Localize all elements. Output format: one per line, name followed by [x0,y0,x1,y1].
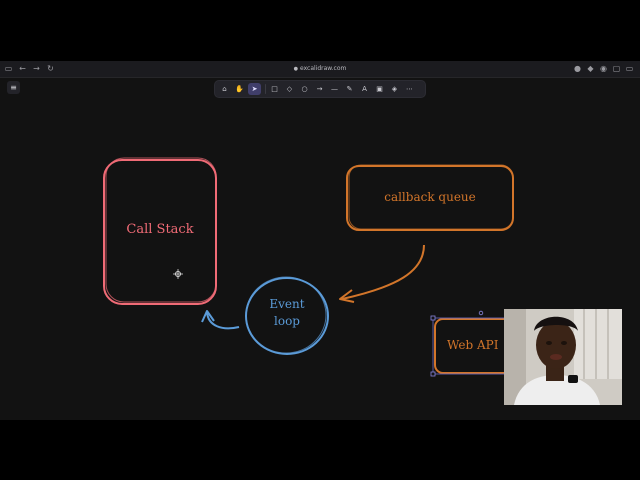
tool-pencil[interactable]: ✎ [343,83,356,95]
move-cursor-icon [173,269,183,279]
rotation-handle[interactable] [478,310,484,316]
forward-icon[interactable]: → [33,64,40,73]
tool-line[interactable]: — [328,83,341,95]
browser-toolbar: ▭ ← → ↻ ●excalidraw.com ● ◆ ◉ ▢ ▭ [0,61,640,78]
call-stack-box-stroke2 [105,157,217,303]
event-loop-circle-stroke2 [245,276,327,354]
ellipse-icon: ○ [301,85,308,93]
rectangle-icon: □ [271,85,278,93]
webcam-overlay [504,309,622,405]
more-tools-icon: ⋯ [406,85,413,93]
address-bar-url: excalidraw.com [300,65,347,72]
callback-queue-box-stroke2 [348,164,514,230]
back-icon[interactable]: ← [19,64,26,73]
web-api-label: Web API [447,338,499,352]
tab-icon[interactable]: ▢ [612,64,621,73]
sidebar-right-icon[interactable]: ▭ [625,64,634,73]
hand-icon: ✋ [235,85,244,93]
image-icon: ▣ [376,85,383,93]
address-bar[interactable]: ●excalidraw.com [285,64,355,74]
tool-selection[interactable]: ➤ [248,83,261,95]
pencil-icon: ✎ [346,85,353,93]
profile-icon[interactable]: ◆ [587,64,594,73]
callback-queue-label: callback queue [384,190,476,204]
selection-icon: ➤ [251,85,258,93]
hamburger-icon: ≡ [10,83,17,92]
queue-to-loop-arrowhead [339,289,355,303]
extension-icon[interactable]: ● [574,64,581,73]
tool-eraser[interactable]: ◈ [388,83,401,95]
webcam-person-image [504,309,622,405]
tool-arrow[interactable]: → [313,83,326,95]
sidebar-icon[interactable]: ▭ [4,64,13,73]
loop-to-stack-arrow[interactable] [206,311,240,330]
toolbar-divider [265,84,266,94]
lock-icon: ⌂ [222,85,227,93]
shape-toolbar: ⌂ ✋ ➤ □ ◇ ○ → — ✎ A ▣ ◈ ⋯ [215,81,425,97]
tool-lock[interactable]: ⌂ [218,83,231,95]
event-loop-label-line2: loop [274,314,300,328]
rss-icon[interactable]: ◉ [600,64,607,73]
eraser-icon: ◈ [391,85,398,93]
tool-ellipse[interactable]: ○ [298,83,311,95]
event-loop-label: Event loop [246,296,328,330]
tool-image[interactable]: ▣ [373,83,386,95]
tool-text[interactable]: A [358,83,371,95]
reload-icon[interactable]: ↻ [47,64,54,73]
line-icon: — [331,85,338,93]
arrow-icon: → [316,85,323,93]
queue-to-loop-arrow[interactable] [341,244,425,300]
selection-handle-nw[interactable] [430,315,436,321]
tool-hand[interactable]: ✋ [233,83,246,95]
diamond-icon: ◇ [286,85,293,93]
event-loop-label-line1: Event [269,297,305,311]
main-menu-button[interactable]: ≡ [7,81,20,94]
letterbox-top [0,0,640,61]
lock-icon: ● [293,66,298,72]
tool-more-tools[interactable]: ⋯ [403,83,416,95]
letterbox-bottom [0,420,640,480]
tool-diamond[interactable]: ◇ [283,83,296,95]
selection-handle-sw[interactable] [430,371,436,377]
text-icon: A [362,85,367,93]
loop-to-stack-arrowhead [201,310,215,323]
tool-rectangle[interactable]: □ [268,83,281,95]
call-stack-label: Call Stack [126,222,194,237]
